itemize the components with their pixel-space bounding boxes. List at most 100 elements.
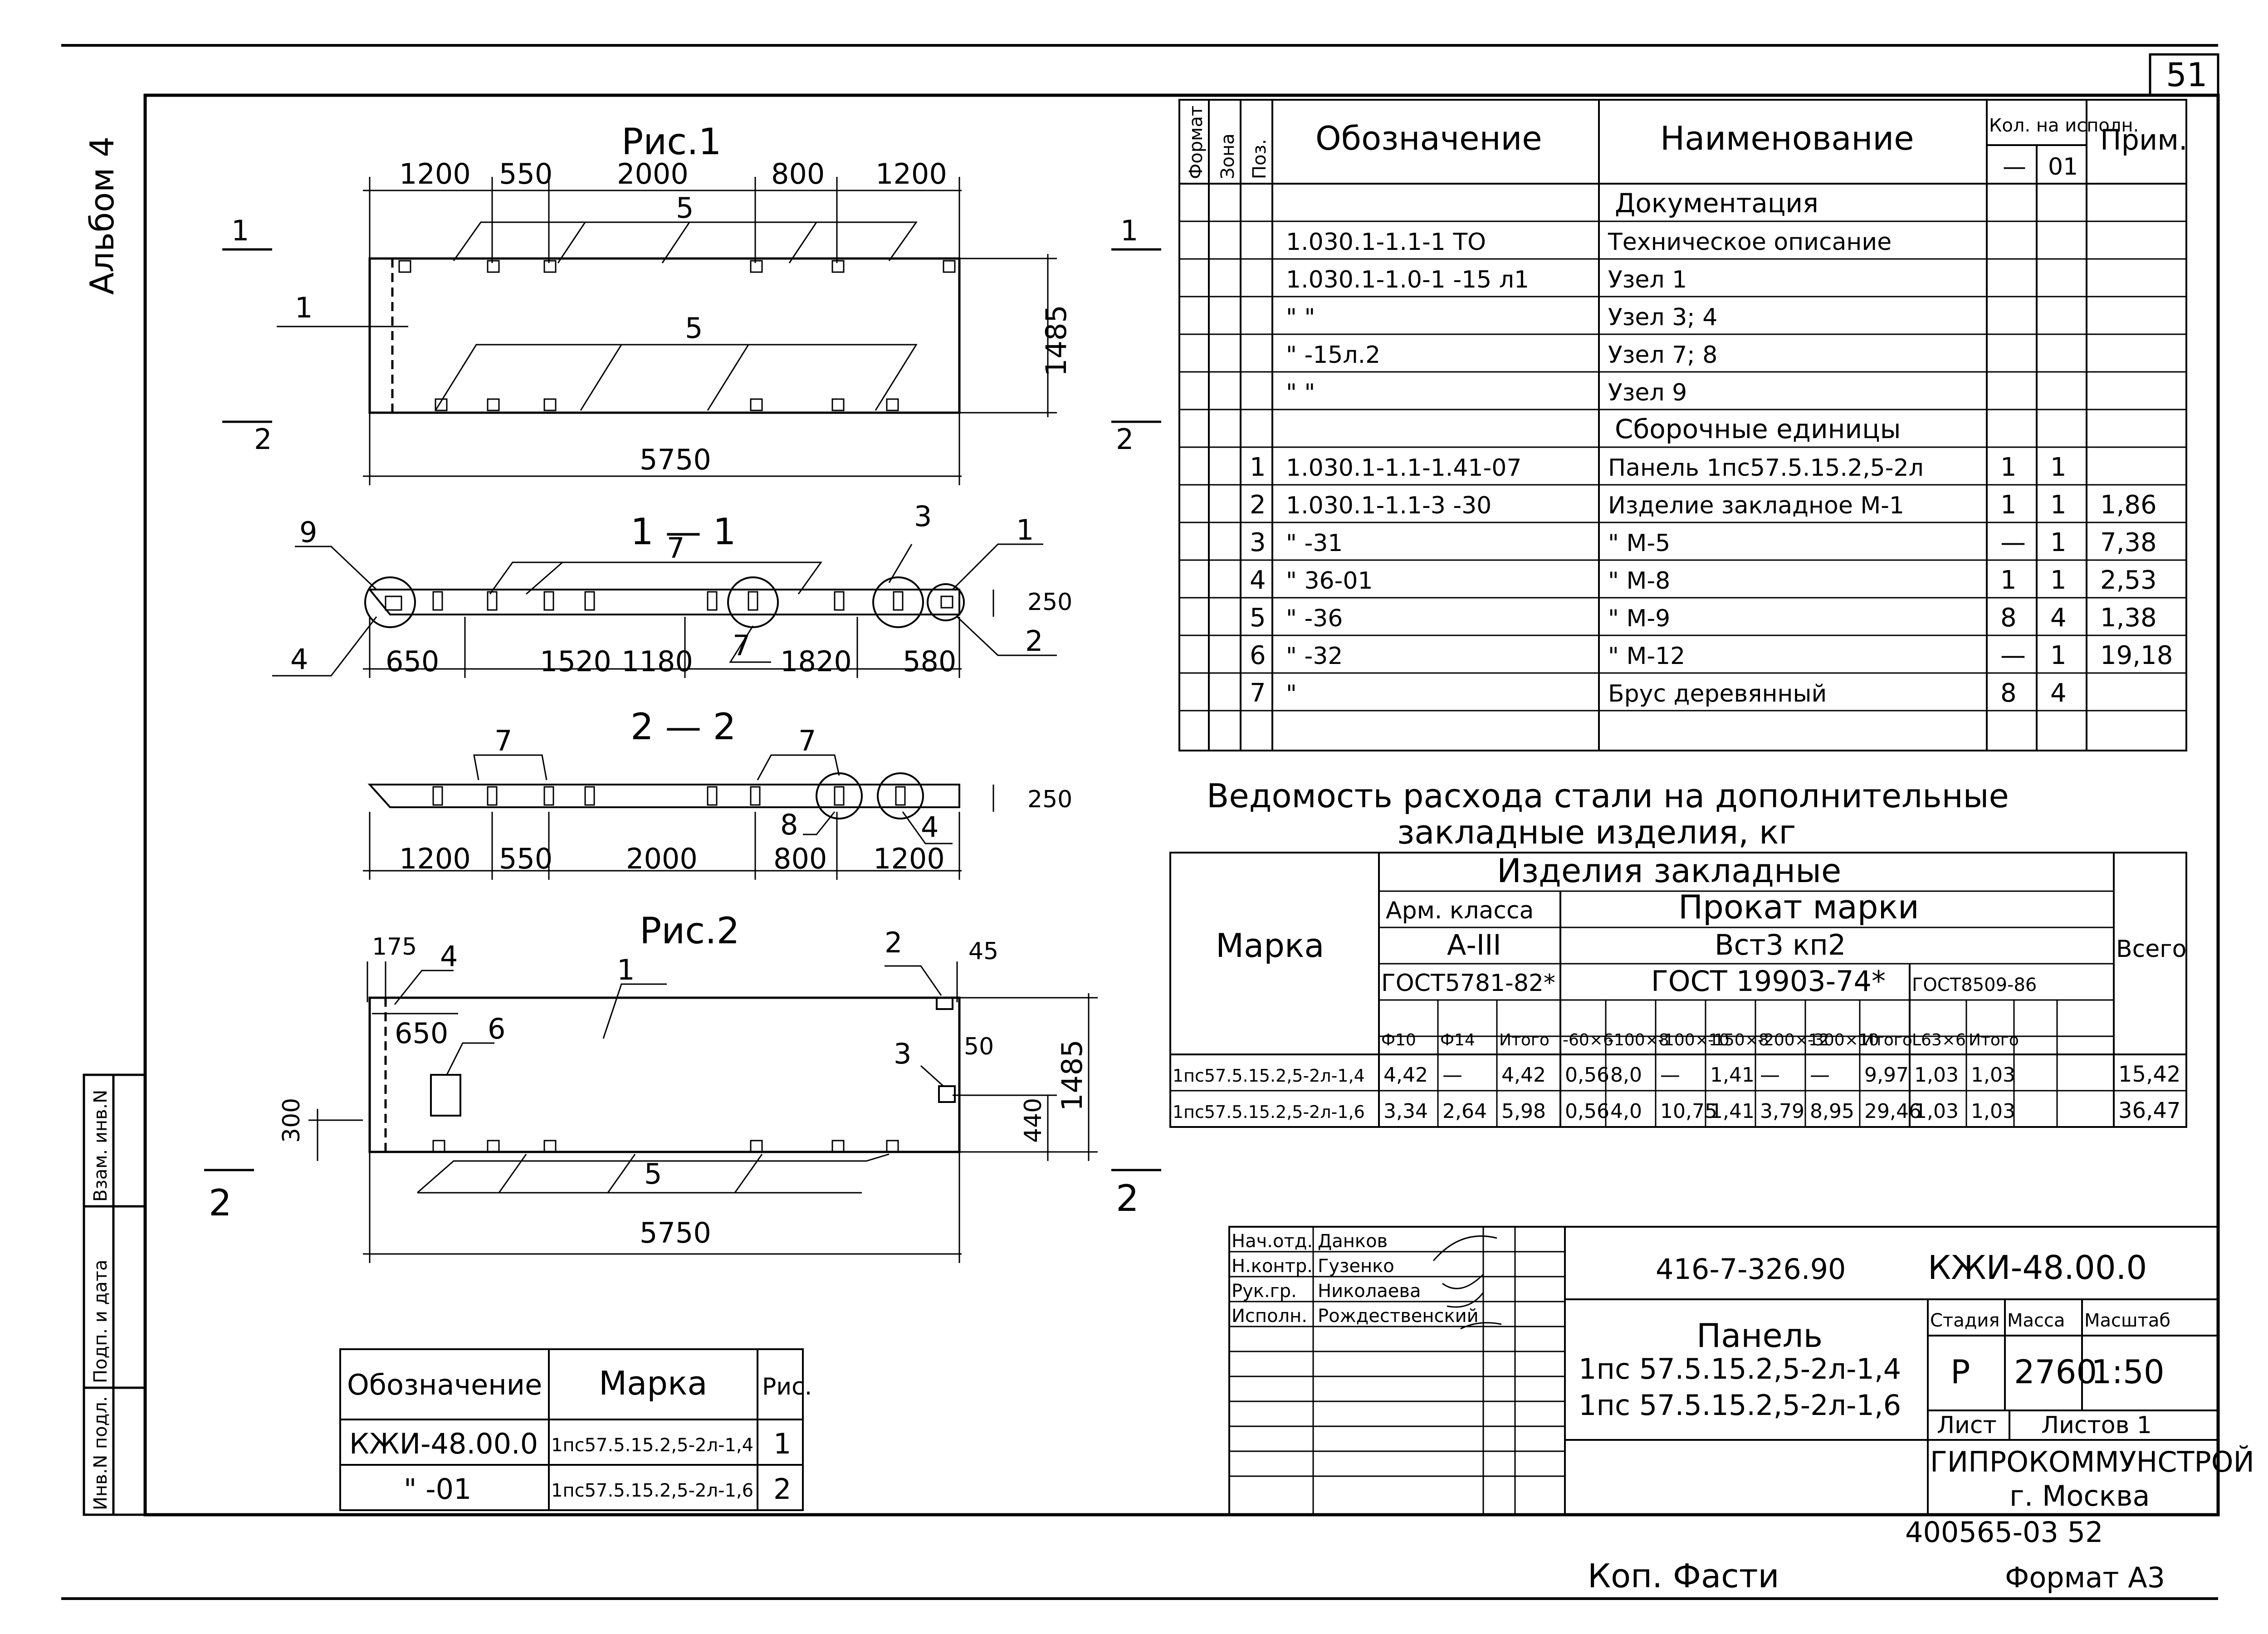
variants-h-marka: Марка	[599, 1364, 708, 1402]
fig1-dim-2: 550	[499, 157, 552, 190]
fig2-height: 1485	[1056, 1039, 1089, 1111]
spec-designation: " -32	[1286, 643, 1343, 670]
spec-pos: 4	[1250, 566, 1266, 595]
fig2-label-1: 1	[617, 953, 635, 986]
spec-grid	[1178, 99, 2187, 751]
stamp-scale: 1:50	[2091, 1353, 2165, 1391]
section11-title: 1 — 1	[631, 511, 736, 553]
steel-total: 15,42	[2118, 1062, 2180, 1087]
steel-value: —	[1810, 1063, 1830, 1087]
spec-qty-a: 1	[2000, 490, 2017, 520]
spec-designation: " "	[1286, 379, 1315, 406]
fig2-dim-440: 440	[1020, 1098, 1047, 1143]
stamp-h-stage: Стадия	[1930, 1310, 1999, 1331]
steel-h-a3: А-III	[1447, 928, 1501, 961]
spec-pos: 3	[1250, 528, 1266, 557]
steel-value: —	[1660, 1063, 1680, 1087]
variants-row2-marka: 1пс57.5.15.2,5-2л-1,6	[551, 1480, 753, 1501]
steel-title-1: Ведомость расхода стали на дополнительны…	[1207, 777, 2009, 815]
s11-label-7b: 7	[733, 629, 750, 662]
steel-col-header: Ф14	[1440, 1031, 1475, 1049]
s22-label-7b: 7	[798, 724, 816, 757]
spec-designation: 1.030.1-1.0-1 -15 л1	[1286, 266, 1529, 293]
fig2-dim-650: 650	[395, 1017, 448, 1050]
steel-h-items: Изделия закладные	[1497, 852, 1841, 890]
stamp-mass: 2760	[2014, 1353, 2097, 1391]
fig1-height: 1485	[1040, 305, 1073, 376]
steel-col-header: Итого	[1862, 1031, 1912, 1049]
spec-name: Изделие закладное М-1	[1608, 492, 1904, 519]
fig1-inserts	[398, 260, 956, 411]
steel-h-marka: Марка	[1216, 927, 1325, 965]
section11-drawing	[272, 543, 1057, 678]
s22-dim-2: 550	[499, 842, 552, 875]
fig1-sect-1b: 1	[1120, 214, 1138, 247]
steel-col-header: Итого	[1499, 1031, 1549, 1049]
spec-name: " М-8	[1608, 567, 1670, 595]
spec-name: Узел 7; 8	[1608, 341, 1717, 369]
steel-value: 1,41	[1710, 1100, 1755, 1123]
side-stamp-inv: Инв.N подл.	[90, 1396, 111, 1510]
steel-value: 9,97	[1864, 1063, 1909, 1087]
steel-value: —	[1442, 1063, 1462, 1087]
variants-row1-des: КЖИ-48.00.0	[349, 1427, 538, 1460]
fig2-length: 5750	[640, 1216, 711, 1249]
steel-value: 10,75	[1660, 1100, 1717, 1123]
sheet-number: 51	[2166, 56, 2208, 94]
stamp-grid	[1228, 1226, 2219, 1516]
spec-designation: " -36	[1286, 605, 1343, 632]
variants-grid	[339, 1348, 804, 1511]
s11-dim-5: 580	[903, 645, 956, 678]
steel-value: 8,0	[1610, 1063, 1642, 1087]
spec-pos: 5	[1250, 603, 1266, 633]
variants-row2-fig: 2	[773, 1473, 791, 1506]
fig2-dim-45: 45	[968, 938, 998, 965]
steel-value: 4,0	[1610, 1100, 1642, 1123]
spec-pos: 2	[1250, 490, 1266, 520]
stamp-name-4: Рождественский	[1318, 1306, 1479, 1327]
steel-value: —	[1760, 1063, 1780, 1087]
section11-inserts	[385, 591, 953, 611]
stamp-title: Панель	[1696, 1317, 1823, 1355]
steel-value: 0,56	[1565, 1100, 1609, 1123]
stamp-subtitle-1: 1пс 57.5.15.2,5-2л-1,4	[1579, 1352, 1901, 1385]
sheet-frame	[61, 44, 2220, 1600]
variants-row1-marka: 1пс57.5.15.2,5-2л-1,4	[551, 1435, 753, 1456]
spec-h-pos: Поз.	[1249, 139, 1270, 179]
steel-value: 1,03	[1914, 1100, 1959, 1123]
stamp-name-2: Гузенко	[1318, 1256, 1394, 1277]
stamp-h-scale: Масштаб	[2084, 1310, 2170, 1331]
spec-qty-b: 4	[2050, 678, 2067, 708]
spec-name: Брус деревянный	[1608, 680, 1827, 707]
stamp-subtitle-2: 1пс 57.5.15.2,5-2л-1,6	[1579, 1389, 1901, 1422]
spec-designation: "	[1286, 680, 1297, 707]
spec-section-heading: Сборочные единицы	[1615, 414, 1901, 444]
spec-designation: " -31	[1286, 530, 1343, 557]
footer-format: Формат А3	[2005, 1561, 2165, 1594]
spec-pos: 6	[1250, 641, 1266, 670]
fig1-dim-1: 1200	[399, 157, 471, 190]
fig2-label-5: 5	[644, 1157, 662, 1190]
spec-pos: 7	[1250, 678, 1266, 708]
section22-drawing	[363, 754, 994, 880]
section22-inserts	[432, 786, 906, 806]
spec-note: 1,86	[2100, 490, 2157, 520]
stamp-sheets: Листов 1	[2041, 1412, 2152, 1439]
spec-pos: 1	[1250, 453, 1266, 482]
spec-name: " М-12	[1608, 643, 1685, 670]
variants-row1-fig: 1	[773, 1427, 791, 1460]
s22-label-7a: 7	[494, 724, 512, 757]
fig2-label-6: 6	[488, 1012, 505, 1045]
fig1-dim-3: 2000	[617, 157, 689, 190]
spec-qty-a: —	[2000, 528, 2026, 557]
steel-h-total: Всего	[2116, 936, 2186, 963]
spec-name: Узел 9	[1608, 379, 1687, 406]
steel-col-header: L63×6	[1912, 1031, 1966, 1049]
steel-value: 5,98	[1501, 1100, 1546, 1123]
steel-marka: 1пс57.5.15.2,5-2л-1,6	[1173, 1102, 1365, 1122]
fig2-inserts	[432, 1140, 899, 1153]
spec-designation: 1.030.1-1.1-1.41-07	[1286, 454, 1521, 482]
spec-name: " М-5	[1608, 530, 1670, 557]
spec-qty-b: 1	[2050, 566, 2067, 595]
